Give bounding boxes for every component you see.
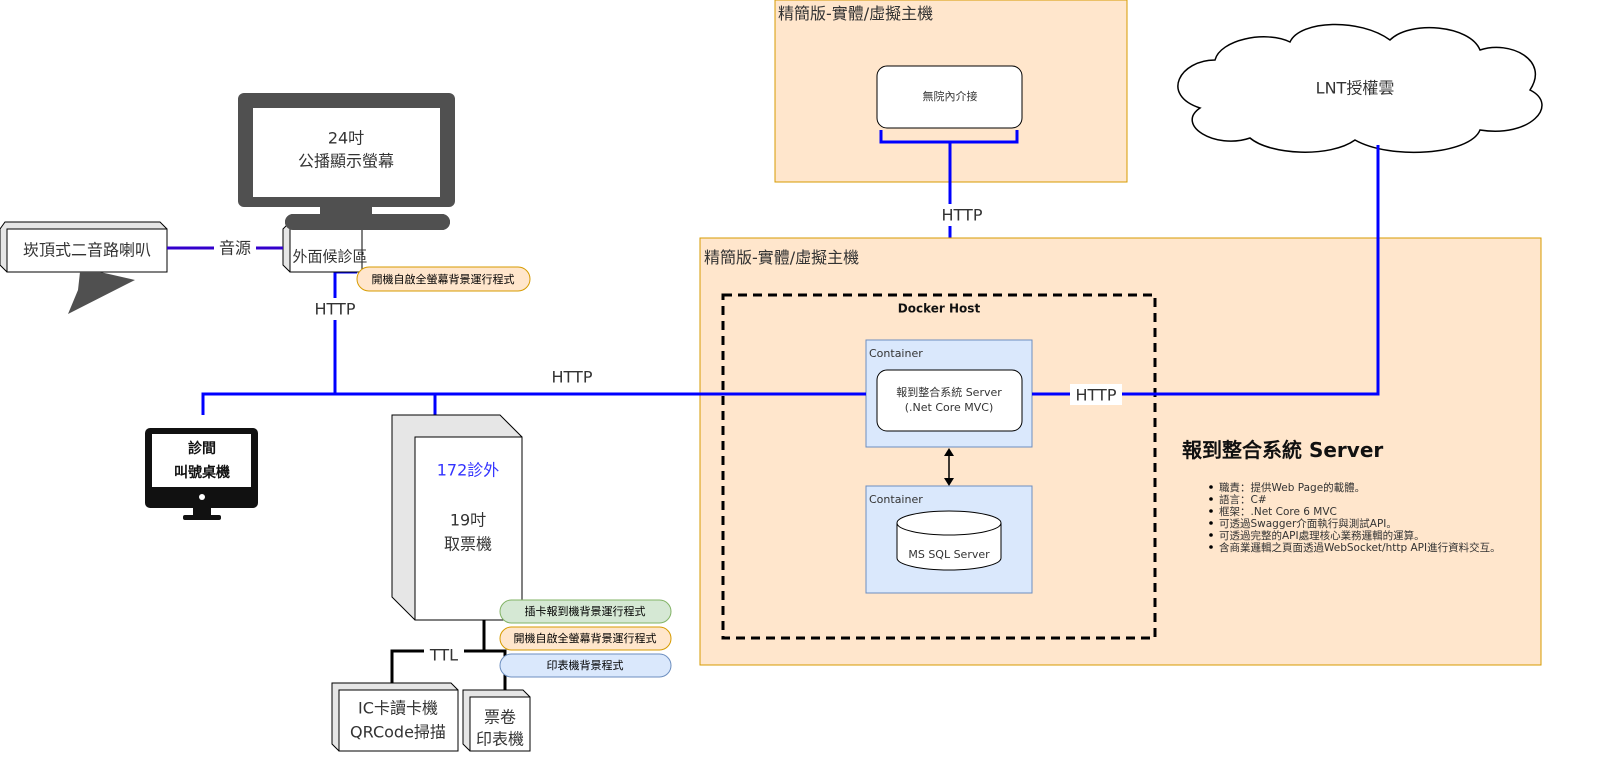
ceiling-speaker (0, 221, 168, 314)
kiosk-name: 取票機 (444, 535, 492, 554)
no-hospital-integration-label: 無院內介接 (923, 89, 978, 103)
feature-item: 職責：提供Web Page的載體。 (1219, 481, 1365, 494)
docker-host-box (721, 293, 1157, 640)
waiting-area-pc (282, 214, 450, 273)
feature-item: 可透過Swagger介面執行與測試API。 (1219, 517, 1397, 530)
feature-item: 框架：.Net Core 6 MVC (1219, 505, 1337, 518)
app-server-box (876, 369, 1023, 432)
audio-label: 音源 (219, 239, 251, 258)
label-bg (305, 298, 365, 320)
kiosk-pill-autostart (499, 626, 672, 651)
display-program-pill (356, 266, 531, 292)
speaker-icon (68, 272, 135, 314)
no-hospital-integration-box (876, 65, 1023, 129)
main-host-box (699, 237, 1542, 666)
ttl-label: TTL (429, 646, 458, 665)
feature-item: 可透過完整的API處理核心業務邏輯的運算。 (1219, 529, 1425, 542)
desktop-monitor-icon (145, 428, 258, 520)
ticket-printer-box (462, 689, 531, 752)
card-reader-box (331, 682, 459, 752)
label-bg (424, 644, 464, 666)
display-http-label: HTTP (315, 300, 356, 319)
kiosk-pill-checkin-label: 插卡報到機背景運行程式 (525, 604, 646, 618)
feature-item: 語言：C# (1219, 493, 1267, 506)
cloud-icon (1177, 23, 1543, 154)
kiosk-pill-autostart-label: 開機自啟全螢幕背景運行程式 (514, 631, 657, 645)
bidirectional-arrow (944, 448, 954, 486)
kiosk-size: 19吋 (450, 511, 486, 530)
db-name: MS SQL Server (908, 548, 990, 561)
display-program-label: 開機自啟全螢幕背景運行程式 (372, 272, 515, 286)
db-container-label: Container (869, 493, 923, 506)
kiosk-pill-printer (499, 653, 672, 678)
feature-item: 含商業邏輯之頁面透過WebSocket/http API進行資料交互。 (1219, 541, 1501, 554)
app-container-label: Container (869, 347, 923, 360)
server-feature-list: 職責：提供Web Page的載體。 語言：C# 框架：.Net Core 6 M… (1209, 481, 1501, 554)
database-cylinder-icon (896, 510, 1002, 571)
desk-pc-line1: 診間 (188, 440, 216, 457)
cloud-http-label: HTTP (1076, 386, 1117, 405)
main-http-label: HTTP (552, 368, 593, 387)
app-server-name: 報到整合系統 Server (896, 385, 1002, 399)
printer-line2: 印表機 (476, 730, 524, 749)
speaker-label: 崁頂式二音路喇叭 (23, 241, 151, 260)
kiosk-pill-printer-label: 印表機背景程式 (547, 658, 624, 672)
card-reader-line1: IC卡讀卡機 (358, 699, 438, 718)
label-bg (1070, 384, 1122, 405)
server-title: 報到整合系統 Server (1182, 438, 1383, 462)
top-host-http-label: HTTP (942, 206, 983, 225)
waiting-area-label: 外面候診區 (292, 248, 367, 266)
app-server-framework: (.Net Core MVC) (905, 401, 994, 414)
main-host-title: 精簡版-實體/虛擬主機 (704, 248, 859, 267)
card-reader-line2: QRCode掃描 (350, 723, 446, 742)
display-name: 公播顯示螢幕 (298, 152, 394, 171)
kiosk-machine (391, 414, 523, 621)
label-bg (935, 204, 991, 226)
kiosk-pill-checkin (499, 599, 672, 624)
label-bg (540, 366, 604, 388)
label-bg (214, 237, 256, 259)
top-host-group: 精簡版-實體/虛擬主機 無院內介接 HTTP (774, 0, 1128, 340)
docker-host-label: Docker Host (898, 302, 981, 316)
printer-line1: 票卷 (484, 708, 516, 727)
kiosk-title: 172診外 (437, 461, 500, 480)
top-host-title: 精簡版-實體/虛擬主機 (778, 4, 933, 23)
cloud-label: LNT授權雲 (1316, 79, 1395, 98)
cloud-http-link (1032, 145, 1380, 396)
display-size: 24吋 (328, 129, 364, 148)
desk-pc-line2: 叫號桌機 (174, 464, 230, 481)
